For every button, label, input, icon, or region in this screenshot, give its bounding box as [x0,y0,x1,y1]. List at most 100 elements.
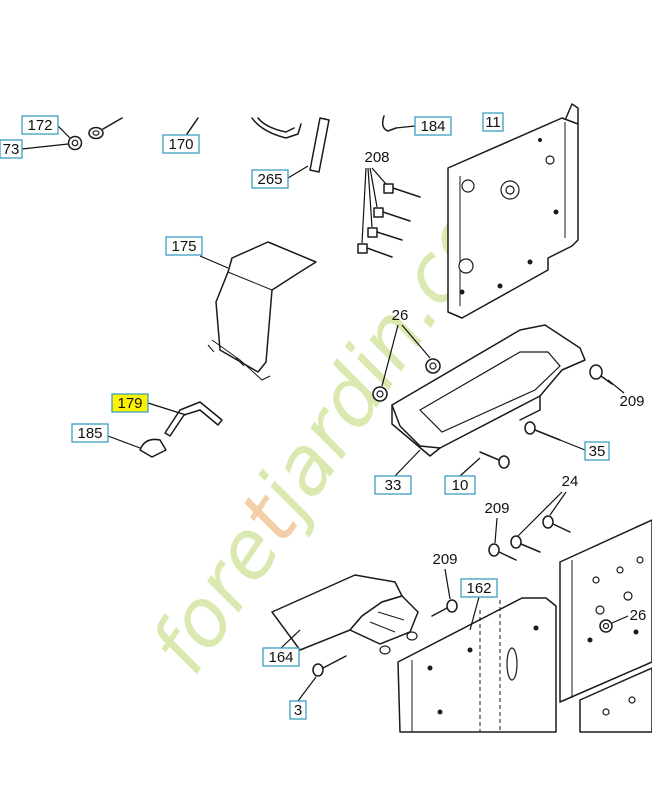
callout-box [460,578,498,598]
bolt-head [488,543,500,557]
part-nut-173 [67,135,83,151]
panel-hole [623,591,633,601]
bolt-head [373,207,384,218]
leader-10 [459,457,481,477]
callout-265: 265 [251,169,289,189]
bolt-head [542,515,554,529]
leader-73 [21,143,69,150]
callout-text: 179 [117,395,142,412]
frame-slot [506,647,518,681]
leader-lines [21,125,629,702]
panel-rivet [587,637,593,643]
callout-10: 10 [444,475,476,495]
plate-rivet [459,289,465,295]
callout-text: 10 [452,477,469,494]
frame-plate-162 [397,597,557,733]
callout-text: 164 [268,649,293,666]
part-265 [251,117,330,173]
side-plate-upper [447,103,579,319]
callout-box [71,423,109,443]
callout-text: 185 [77,425,102,442]
leader-3 [297,676,317,702]
panel-rivet [633,629,639,635]
frame-rivet [533,625,539,631]
part-24-bolts [510,515,571,553]
part-209-bolt-mid [488,543,517,561]
leader-179 [147,402,187,416]
frame-rivet [427,665,433,671]
panel-hole [616,566,624,574]
washer-inner [92,130,100,136]
bolt-shaft [520,543,541,553]
plate-rivet [538,138,542,142]
callout-text: 35 [589,443,606,460]
part-208-bolts [357,183,421,258]
label-209-low: 209 [432,551,457,568]
bolt-shaft [431,607,448,617]
plate-rivet [527,259,533,265]
callout-text: 172 [27,117,52,134]
bolt-head [312,663,324,677]
callout-box [289,700,307,720]
callout-box [162,134,200,154]
bolt-head [510,535,522,549]
leader-35 [559,439,586,451]
callout-170: 170 [162,134,200,154]
bolt-head [498,455,510,469]
leader-26-right [611,615,629,624]
part-26-nuts [372,358,441,402]
label-24: 24 [562,473,579,490]
part-35-bolt [524,421,561,441]
callout-text: 162 [466,580,491,597]
callout-box [482,112,504,132]
shield-clips [207,344,245,367]
frame-rivet [437,709,443,715]
callout-text: 265 [257,171,282,188]
leader-209-low [444,568,451,600]
leader-175 [199,255,229,269]
callout-11: 11 [482,112,504,132]
leader-172 [57,125,71,139]
part-265-loop [251,117,302,139]
callout-text: 184 [420,118,445,135]
callout-box [21,115,59,135]
bolt-shaft [376,231,403,241]
callout-162: 162 [460,578,498,598]
part-10-bolt [479,451,510,469]
frame-panel-right [559,519,652,703]
callout-text: 175 [171,238,196,255]
shield-fold [227,271,273,291]
nut-inner [602,622,610,630]
callout-box [0,139,23,159]
bolt-shaft [498,551,517,561]
bolt-head [589,364,603,380]
leader-185 [107,435,141,449]
leader-33 [394,449,421,477]
callout-3: 3 [289,700,307,720]
part-209-bolt-low [431,599,458,617]
callout-35: 35 [584,441,610,461]
part-washer-172 [88,117,123,140]
callout-box [584,441,610,461]
frame-hidden-lines [479,600,501,732]
leader-24 [517,491,567,537]
callout-text: 73 [3,141,20,158]
part-175-shield [207,241,317,381]
callout-box [262,647,300,667]
bolt-head [524,421,536,435]
bolt-head [383,183,394,194]
frame-rivet [467,647,473,653]
panel-hole [595,605,605,615]
part-265-rod [309,117,330,173]
plate-hole [545,155,555,165]
footrest-front-face [391,404,441,457]
leader-26 [381,324,431,387]
callout-box [414,116,452,136]
label-26: 26 [392,307,409,324]
frame-lower [397,519,652,733]
shield-outline [215,241,317,373]
part-164-bracket [271,574,419,655]
label-26-right: 26 [630,607,647,624]
bolt-shaft [392,187,421,198]
callout-33: 33 [374,475,412,495]
